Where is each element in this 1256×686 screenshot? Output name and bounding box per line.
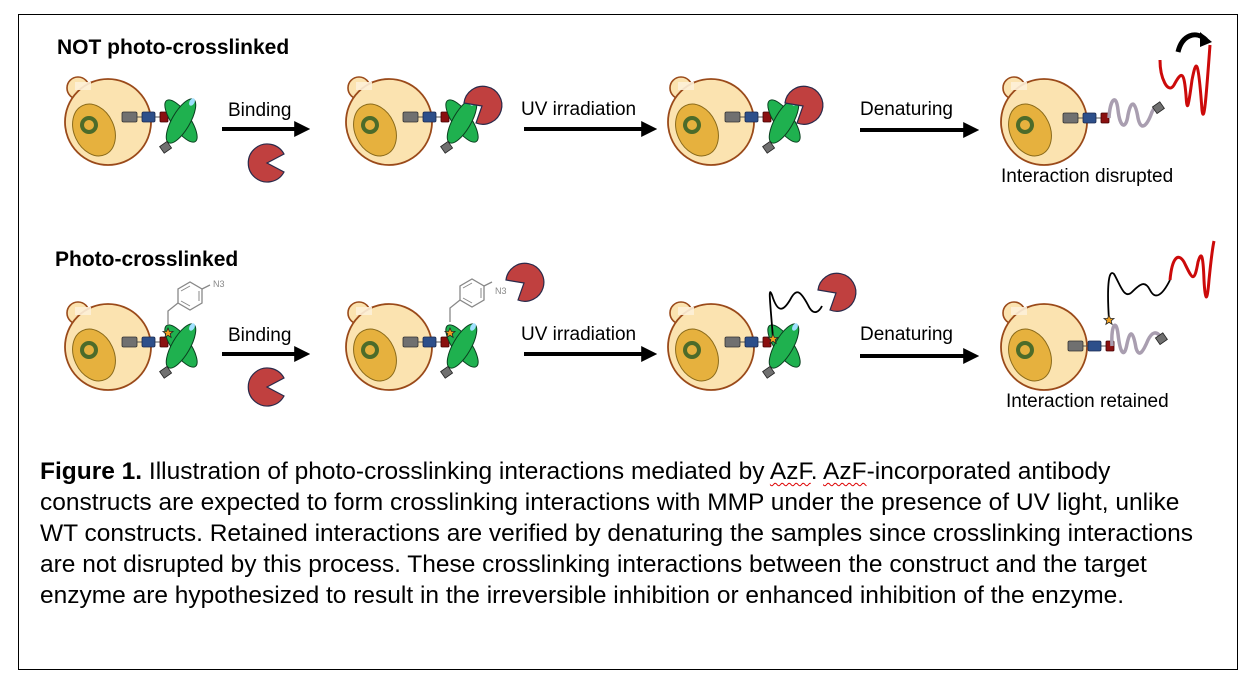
caption-text-3: -incorporated antibody constructs are ex… [40,458,1193,609]
crosslink-tether [768,291,823,339]
outcome-label-retained: Interaction retained [1006,391,1169,412]
row-title-not-crosslinked: NOT photo-crosslinked [57,36,290,59]
azide-label: N3 [213,279,225,289]
yeast-cell-3 [665,75,824,167]
yeast-cell-3 [665,272,857,392]
step-label-uv-irradiation: UV irradiation [521,324,637,345]
enzyme-bound-icon [817,272,857,312]
enzyme-icon [247,367,285,407]
yeast-cell-2 [343,75,503,167]
denatured-antibody [1110,323,1162,355]
caption-text-2: . [810,458,824,485]
spellcheck-flag: AzF [769,458,811,485]
step-label-binding: Binding [228,100,292,121]
row-title-crosslinked: Photo-crosslinked [55,248,239,271]
figure-caption: Figure 1. Illustration of photo-crosslin… [40,456,1220,611]
row-not-crosslinked [62,32,1212,183]
yeast-cell-1 [62,75,204,167]
denatured-enzyme [1168,240,1216,299]
yeast-cell-1: N3 [62,279,225,392]
figure-label: Figure 1. [40,458,143,485]
outcome-label-disrupted: Interaction disrupted [1001,166,1174,187]
yeast-cell-2: N3 [343,262,545,392]
denatured-enzyme [1158,44,1212,116]
yeast-cell-retained [998,240,1216,392]
denatured-antibody [1107,98,1164,128]
step-label-binding: Binding [228,325,292,346]
illustration: N3 N3 [62,32,1216,407]
crosslink-tether [1107,272,1171,321]
step-label-denaturing: Denaturing [860,324,953,345]
enzyme-icon [247,143,285,183]
figure-frame [18,14,1238,670]
caption-text-1: Illustration of photo-crosslinking inter… [142,458,770,485]
step-label-uv-irradiation: UV irradiation [521,99,637,120]
azide-label: N3 [495,286,507,296]
enzyme-bound-icon [505,262,545,302]
yeast-cell-denatured [998,32,1212,167]
row-crosslinked: N3 N3 [62,240,1216,407]
spellcheck-flag: AzF [823,458,867,485]
step-label-denaturing: Denaturing [860,99,953,120]
